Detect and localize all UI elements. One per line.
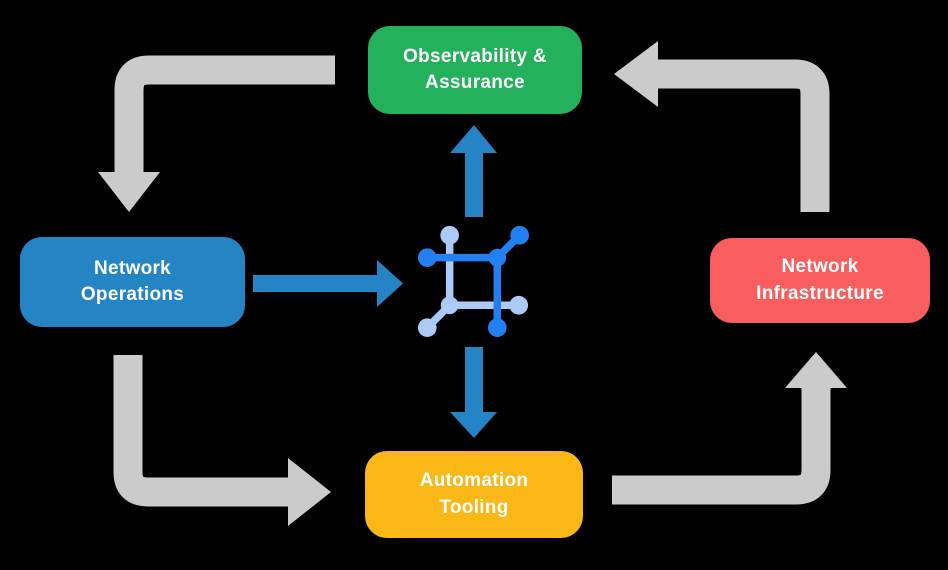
arrow-shaft [114, 55, 335, 173]
arrow-operations-to-automation [113, 355, 331, 526]
arrowhead-down-icon [98, 172, 160, 212]
arrow-center-to-automation [450, 347, 497, 438]
icon-node-top [440, 225, 459, 245]
arrow-observability-to-operations [98, 55, 335, 212]
node-automation-tooling: Automation Tooling [365, 451, 583, 538]
arrowhead-right-icon [288, 458, 331, 526]
icon-node-right [509, 295, 529, 315]
node-network-infrastructure: Network Infrastructure [710, 238, 930, 323]
node-label: Observability & Assurance [403, 45, 547, 93]
arrow-center-to-observability [450, 125, 497, 217]
node-observability-assurance: Observability & Assurance [368, 26, 582, 114]
icon-junction-bottom-left [440, 296, 459, 315]
icon-node-bottom [487, 318, 507, 337]
arrowhead-left-icon [614, 41, 658, 107]
arrow-operations-to-center [253, 260, 403, 307]
node-label: Network Operations [80, 257, 185, 305]
arrow-shaft [113, 355, 288, 507]
arrowhead-down-icon [450, 412, 497, 438]
arrow-shaft [612, 388, 831, 505]
node-label: Automation Tooling [419, 470, 529, 518]
node-network-operations: Network Operations [20, 237, 245, 327]
icon-node-top-right [510, 225, 529, 245]
arrow-shaft [658, 59, 830, 212]
arrowhead-up-icon [450, 125, 497, 153]
icon-junction-top-right [488, 248, 507, 267]
arrow-infrastructure-to-observability [614, 41, 830, 212]
icon-node-left [417, 248, 437, 267]
network-automation-icon [417, 225, 529, 337]
icon-node-bottom-left [417, 318, 437, 337]
arrow-automation-to-infrastructure [612, 352, 847, 505]
arrowhead-right-icon [377, 260, 403, 307]
node-label: Network Infrastructure [756, 256, 884, 304]
arrowhead-up-icon [785, 352, 847, 388]
